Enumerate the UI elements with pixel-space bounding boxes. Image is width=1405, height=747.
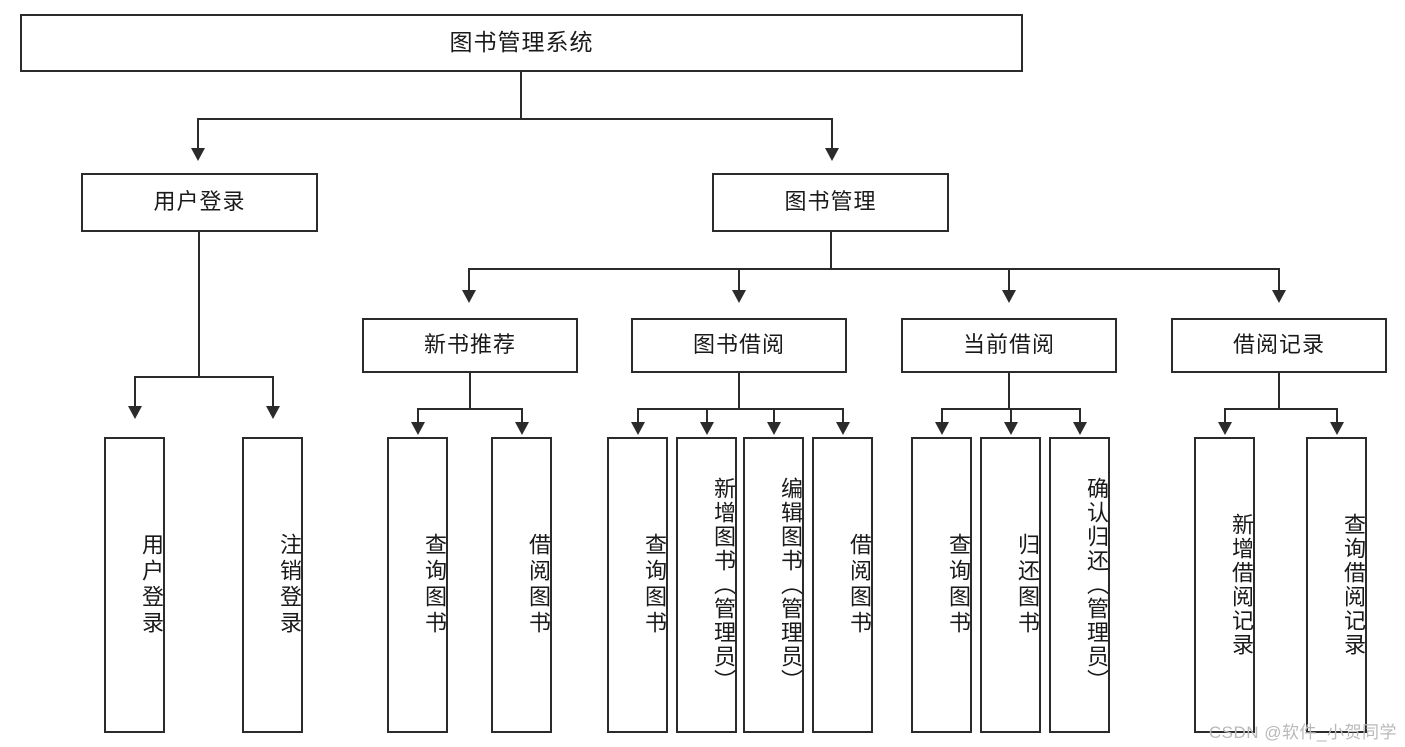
connector-book-mgmt-branch-1 — [468, 268, 470, 292]
arrowhead-leaf-user-login — [128, 406, 142, 419]
connector-current-branch-1 — [941, 408, 943, 424]
node-root-system[interactable]: 图书管理系统 — [20, 14, 1023, 72]
leaf-borrow-add-book[interactable]: 新增图书（管理员） — [676, 437, 737, 733]
arrowhead-current-query-book — [935, 422, 949, 435]
arrowhead-borrow-edit-book — [767, 422, 781, 435]
arrowhead-new-book-recommend — [462, 290, 476, 303]
leaf-borrow-query-book[interactable]: 查询图书 — [607, 437, 668, 733]
node-current-borrow[interactable]: 当前借阅 — [901, 318, 1117, 373]
leaf-user-login[interactable]: 用户登录 — [104, 437, 165, 733]
connector-recommend-stem — [469, 373, 471, 408]
arrowhead-book-mgmt — [825, 148, 839, 161]
connector-user-login-branch-1 — [134, 376, 136, 408]
connector-book-mgmt-branch-3 — [1008, 268, 1010, 292]
arrowhead-recommend-borrow-book — [515, 422, 529, 435]
connector-record-stem — [1278, 373, 1280, 408]
connector-root-stem — [520, 72, 522, 118]
leaf-record-add-record[interactable]: 新增借阅记录 — [1194, 437, 1255, 733]
connector-borrow-branch-3 — [773, 408, 775, 424]
connector-book-mgmt-branch-4 — [1278, 268, 1280, 292]
connector-root-bus — [197, 118, 833, 120]
arrowhead-record-add-record — [1218, 422, 1232, 435]
connector-current-branch-2 — [1010, 408, 1012, 424]
connector-borrow-branch-4 — [842, 408, 844, 424]
connector-record-bus — [1224, 408, 1337, 410]
connector-borrow-stem — [738, 373, 740, 408]
connector-recommend-branch-2 — [521, 408, 523, 424]
connector-record-branch-2 — [1336, 408, 1338, 424]
leaf-record-query-record[interactable]: 查询借阅记录 — [1306, 437, 1367, 733]
connector-borrow-branch-1 — [637, 408, 639, 424]
node-book-borrow[interactable]: 图书借阅 — [631, 318, 847, 373]
leaf-recommend-query-book[interactable]: 查询图书 — [387, 437, 448, 733]
leaf-borrow-edit-book[interactable]: 编辑图书（管理员） — [743, 437, 804, 733]
arrowhead-recommend-query-book — [411, 422, 425, 435]
leaf-current-return-book[interactable]: 归还图书 — [980, 437, 1041, 733]
arrowhead-borrow-record — [1272, 290, 1286, 303]
arrowhead-borrow-borrow-book — [836, 422, 850, 435]
arrowhead-current-confirm-return — [1073, 422, 1087, 435]
connector-user-login-branch-2 — [272, 376, 274, 408]
node-new-book-recommend[interactable]: 新书推荐 — [362, 318, 578, 373]
arrowhead-borrow-query-book — [631, 422, 645, 435]
arrowhead-book-borrow — [732, 290, 746, 303]
arrowhead-leaf-logout — [266, 406, 280, 419]
connector-user-login-bus — [134, 376, 273, 378]
node-book-management[interactable]: 图书管理 — [712, 173, 949, 232]
leaf-borrow-borrow-book[interactable]: 借阅图书 — [812, 437, 873, 733]
connector-recommend-bus — [417, 408, 522, 410]
arrowhead-borrow-add-book — [700, 422, 714, 435]
connector-current-branch-3 — [1079, 408, 1081, 424]
leaf-current-confirm-return[interactable]: 确认归还（管理员） — [1049, 437, 1110, 733]
connector-current-stem — [1008, 373, 1010, 408]
node-borrow-record[interactable]: 借阅记录 — [1171, 318, 1387, 373]
arrowhead-record-query-record — [1330, 422, 1344, 435]
node-user-login[interactable]: 用户登录 — [81, 173, 318, 232]
arrowhead-user-login — [191, 148, 205, 161]
connector-borrow-branch-2 — [706, 408, 708, 424]
leaf-recommend-borrow-book[interactable]: 借阅图书 — [491, 437, 552, 733]
connector-borrow-bus — [637, 408, 843, 410]
arrowhead-current-return-book — [1004, 422, 1018, 435]
leaf-current-query-book[interactable]: 查询图书 — [911, 437, 972, 733]
connector-root-to-user-login — [197, 118, 199, 150]
connector-root-to-book-mgmt — [831, 118, 833, 150]
connector-record-branch-1 — [1224, 408, 1226, 424]
connector-book-mgmt-bus — [468, 268, 1280, 270]
connector-book-mgmt-branch-2 — [738, 268, 740, 292]
connector-recommend-branch-1 — [417, 408, 419, 424]
connector-book-mgmt-stem — [830, 232, 832, 268]
leaf-logout[interactable]: 注销登录 — [242, 437, 303, 733]
arrowhead-current-borrow — [1002, 290, 1016, 303]
connector-user-login-stem — [198, 232, 200, 376]
